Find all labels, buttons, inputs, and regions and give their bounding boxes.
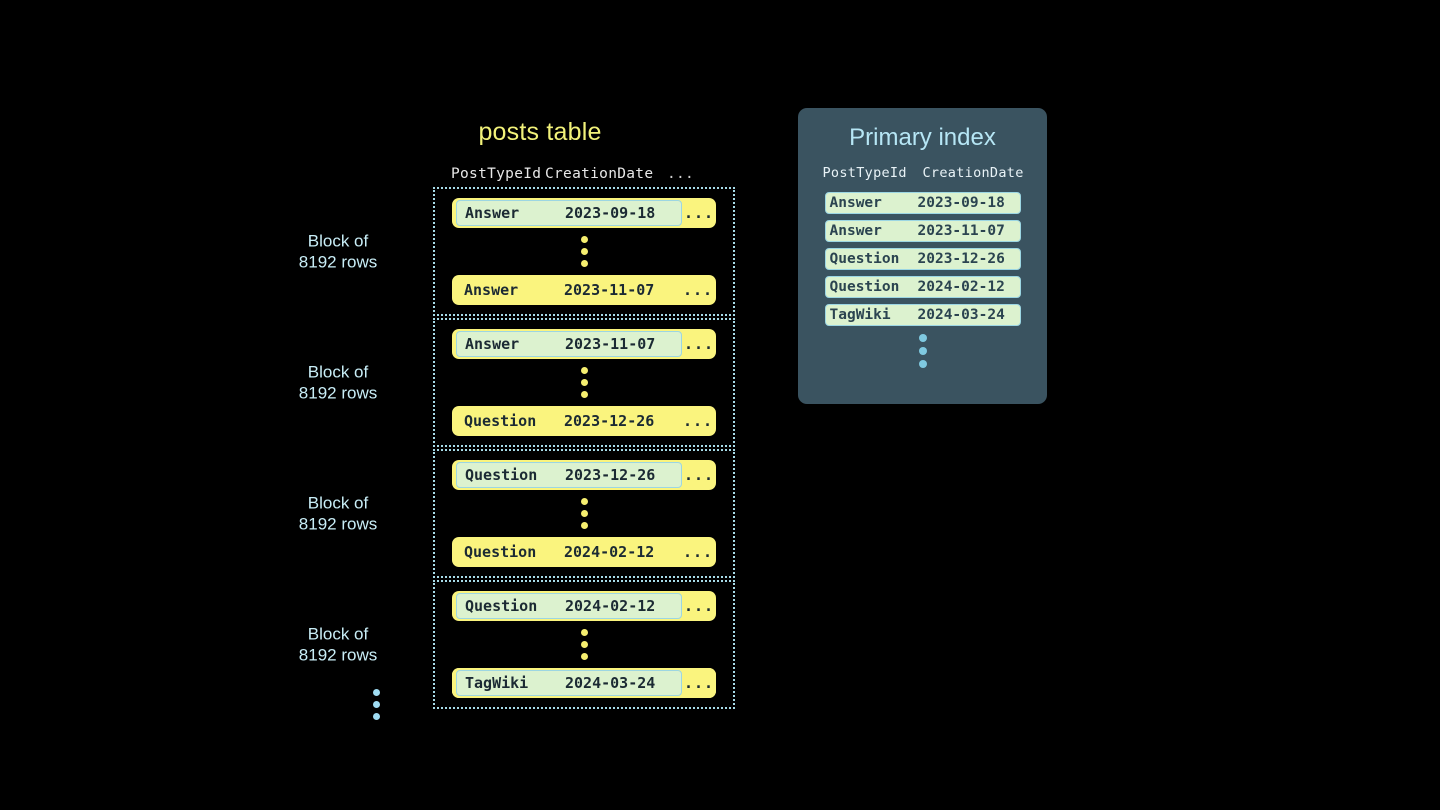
- row-cells: Question 2023-12-26: [456, 408, 680, 434]
- index-cell-creationdate: 2024-02-12: [917, 279, 1005, 295]
- cell-posttypeid: Answer: [465, 204, 520, 222]
- cell-creationdate: 2023-11-07: [565, 335, 656, 353]
- ellipsis-dot: [918, 360, 927, 368]
- cell-creationdate: 2024-02-12: [565, 597, 656, 615]
- cell-creationdate: 2024-02-12: [564, 543, 655, 561]
- block-label: Block of 8192 rows: [298, 492, 378, 534]
- block-label: Block of 8192 rows: [298, 230, 378, 272]
- ellipsis-dot: [580, 379, 588, 386]
- ellipsis-dot: [918, 347, 927, 355]
- block-label: Block of 8192 rows: [298, 623, 378, 665]
- ellipsis-dot: [580, 248, 588, 255]
- cell-ellipsis: ...: [682, 281, 714, 299]
- ellipsis-dot: [580, 260, 588, 267]
- ellipsis-dot: [372, 689, 380, 696]
- index-row: Answer 2023-09-18: [824, 192, 1021, 214]
- table-row: TagWiki 2024-03-24...: [452, 668, 716, 698]
- index-cell-creationdate: 2023-12-26: [917, 251, 1005, 267]
- cell-ellipsis: ...: [682, 412, 714, 430]
- table-row: Question 2024-02-12...: [452, 591, 716, 621]
- index-column-header-creationdate: CreationDate: [922, 165, 1024, 181]
- row-ellipsis-dots: [443, 359, 725, 406]
- primary-index-title: Primary index: [849, 124, 996, 151]
- cell-ellipsis: ...: [683, 466, 715, 484]
- ellipsis-dot: [918, 334, 927, 342]
- index-cell-posttypeid: TagWiki: [829, 307, 891, 323]
- ellipsis-dot: [580, 236, 588, 243]
- ellipsis-dot: [580, 510, 588, 517]
- cell-posttypeid: Question: [465, 597, 538, 615]
- cell-posttypeid: Answer: [465, 335, 520, 353]
- ellipsis-dot: [580, 498, 588, 505]
- index-row: Question 2023-12-26: [824, 248, 1021, 270]
- ellipsis-dot: [580, 391, 588, 398]
- index-cell-posttypeid: Answer: [829, 195, 882, 211]
- blocks-continuation-dots: [356, 681, 396, 728]
- ellipsis-dot: [372, 713, 380, 720]
- ellipsis-dot: [372, 701, 380, 708]
- cell-creationdate: 2024-03-24: [565, 674, 656, 692]
- primary-index-column-headers: PostTypeId CreationDate: [798, 165, 1047, 181]
- index-column-header-posttypeid: PostTypeId: [822, 165, 907, 181]
- cell-ellipsis: ...: [683, 335, 715, 353]
- cell-posttypeid: TagWiki: [465, 674, 529, 692]
- table-row: Answer 2023-11-07...: [452, 329, 716, 359]
- block-label: Block of 8192 rows: [298, 361, 378, 403]
- table-row: Question 2023-12-26...: [452, 406, 716, 436]
- row-boundary-highlight: Answer 2023-11-07: [456, 331, 682, 357]
- ellipsis-dot: [580, 653, 588, 660]
- index-cell-posttypeid: Question: [829, 279, 900, 295]
- index-cell-posttypeid: Answer: [829, 223, 882, 239]
- row-ellipsis-dots: [443, 228, 725, 275]
- ellipsis-dot: [580, 629, 588, 636]
- index-cell-creationdate: 2023-09-18: [917, 195, 1005, 211]
- posts-table-trailing-row-wrap: TagWiki 2024-03-24...: [433, 659, 735, 707]
- index-row: Question 2024-02-12: [824, 276, 1021, 298]
- cell-ellipsis: ...: [683, 204, 715, 222]
- column-header-creationdate: CreationDate: [545, 166, 654, 182]
- row-ellipsis-dots: [443, 490, 725, 537]
- column-header-ellipsis: ...: [667, 166, 695, 182]
- index-cell-creationdate: 2023-11-07: [917, 223, 1005, 239]
- cell-creationdate: 2023-12-26: [565, 466, 656, 484]
- cell-ellipsis: ...: [683, 674, 715, 692]
- column-header-posttypeid: PostTypeId: [451, 166, 542, 182]
- row-boundary-highlight: Answer 2023-09-18: [456, 200, 682, 226]
- cell-posttypeid: Question: [465, 466, 538, 484]
- cell-creationdate: 2023-12-26: [564, 412, 655, 430]
- cell-creationdate: 2023-09-18: [565, 204, 656, 222]
- primary-index-panel: Primary index PostTypeId CreationDate An…: [798, 108, 1047, 404]
- cell-creationdate: 2023-11-07: [564, 281, 655, 299]
- index-cell-posttypeid: Question: [829, 251, 900, 267]
- index-row: Answer 2023-11-07: [824, 220, 1021, 242]
- row-boundary-highlight: Question 2023-12-26: [456, 462, 682, 488]
- ellipsis-dot: [580, 367, 588, 374]
- posts-table-column-headers: PostTypeId CreationDate ...: [433, 166, 723, 182]
- row-boundary-highlight: Question 2024-02-12: [456, 593, 682, 619]
- cell-posttypeid: Question: [464, 543, 537, 561]
- row-ellipsis-dots: [443, 621, 725, 668]
- index-cell-creationdate: 2024-03-24: [917, 307, 1005, 323]
- posts-table-title: posts table: [478, 118, 602, 146]
- row-boundary-highlight: TagWiki 2024-03-24: [456, 670, 682, 696]
- row-cells: Question 2024-02-12: [456, 539, 680, 565]
- index-row: TagWiki 2024-03-24: [824, 304, 1021, 326]
- ellipsis-dot: [580, 641, 588, 648]
- cell-ellipsis: ...: [683, 597, 715, 615]
- table-row: Answer 2023-09-18...: [452, 198, 716, 228]
- ellipsis-dot: [580, 522, 588, 529]
- row-cells: Answer 2023-11-07: [456, 277, 680, 303]
- table-row: Answer 2023-11-07...: [452, 275, 716, 305]
- cell-posttypeid: Answer: [464, 281, 519, 299]
- cell-posttypeid: Question: [464, 412, 537, 430]
- table-row: Question 2024-02-12...: [452, 537, 716, 567]
- cell-ellipsis: ...: [682, 543, 714, 561]
- table-row: Question 2023-12-26...: [452, 460, 716, 490]
- primary-index-continuation-dots: [798, 334, 1047, 368]
